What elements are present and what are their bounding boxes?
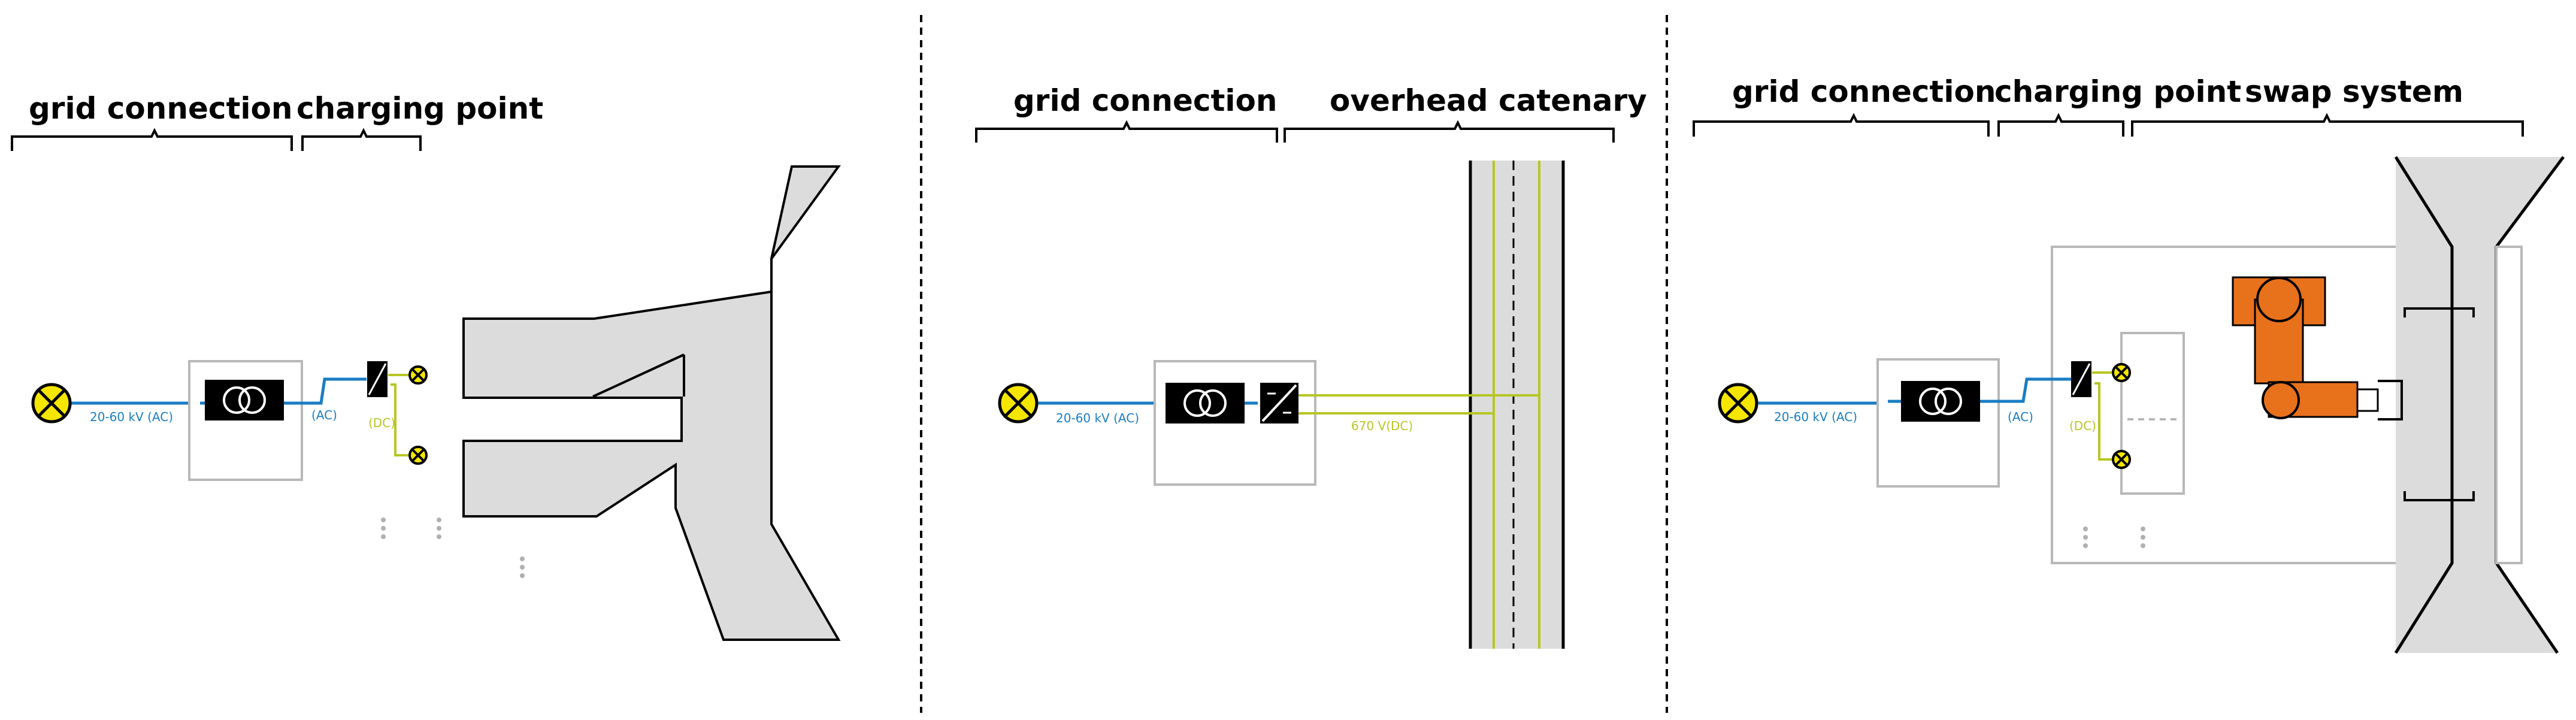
converter-icon bbox=[1259, 382, 1300, 425]
outlet-icon bbox=[408, 446, 428, 465]
panel-2-bracket-grid bbox=[975, 120, 1278, 143]
outlet-icon bbox=[2112, 363, 2131, 382]
ellipsis-icon bbox=[2083, 527, 2145, 548]
panel-1-dc-label: (DC) bbox=[368, 416, 395, 430]
panel-2-dc-voltage-label: 670 V(DC) bbox=[1351, 419, 1413, 433]
panel-3-bracket-charging bbox=[1997, 113, 2124, 137]
panel-1-header-charging: charging point bbox=[296, 91, 543, 126]
panel-2-header-catenary: overhead catenary bbox=[1330, 83, 1647, 118]
swap-robot-icon bbox=[2232, 276, 2403, 420]
panel-1-ac-grid-label: 20-60 kV (AC) bbox=[90, 410, 173, 424]
panel-3-header-swap: swap system bbox=[2245, 74, 2463, 109]
panel-1-ac-label: (AC) bbox=[311, 408, 337, 422]
ellipsis-icon bbox=[381, 518, 525, 578]
transformer-icon bbox=[1900, 380, 1981, 423]
outlet-icon bbox=[2112, 450, 2131, 469]
panel-1-plug-in-charging: grid connection charging point 20-60 kV … bbox=[11, 91, 841, 641]
grid-source-icon bbox=[33, 385, 70, 422]
transformer-icon bbox=[204, 379, 285, 422]
transformer-icon bbox=[1164, 382, 1246, 425]
panel-3-bracket-grid bbox=[1693, 113, 1990, 137]
panel-3-dc-label: (DC) bbox=[2069, 419, 2096, 433]
panel-3-header-charging: charging point bbox=[1994, 74, 2241, 109]
charger-icon bbox=[366, 360, 389, 398]
grid-source-icon bbox=[1720, 385, 1757, 422]
panel-3-ac-label: (AC) bbox=[2008, 410, 2033, 424]
panel-3-battery-swap: grid connection charging point swap syst… bbox=[1693, 74, 2565, 654]
panel-3-ac-grid-label: 20-60 kV (AC) bbox=[1774, 410, 1857, 424]
vehicle-bay-marker bbox=[2404, 307, 2475, 501]
panel-3-grid-box bbox=[1876, 358, 2000, 488]
panel-2-ac-grid-label: 20-60 kV (AC) bbox=[1056, 411, 1139, 425]
panel-2-road bbox=[1470, 161, 1563, 649]
panel-2-header-grid: grid connection bbox=[1013, 83, 1278, 118]
panel-1-bracket-charging bbox=[301, 128, 422, 151]
panel-2-bracket-catenary bbox=[1284, 120, 1615, 143]
panel-1-road bbox=[462, 165, 841, 641]
outlet-icon bbox=[408, 365, 428, 385]
panel-3-battery-rack bbox=[2120, 332, 2185, 495]
panel-2-overhead-catenary: grid connection overhead catenary 20-60 … bbox=[975, 83, 1647, 649]
panel-1-bracket-grid bbox=[11, 128, 293, 151]
charger-icon bbox=[2070, 360, 2093, 398]
panel-3-bracket-swap bbox=[2131, 113, 2524, 137]
grid-source-icon bbox=[1000, 385, 1037, 422]
panel-3-header-grid: grid connection bbox=[1732, 74, 1996, 109]
panel-1-header-grid: grid connection bbox=[29, 91, 293, 126]
